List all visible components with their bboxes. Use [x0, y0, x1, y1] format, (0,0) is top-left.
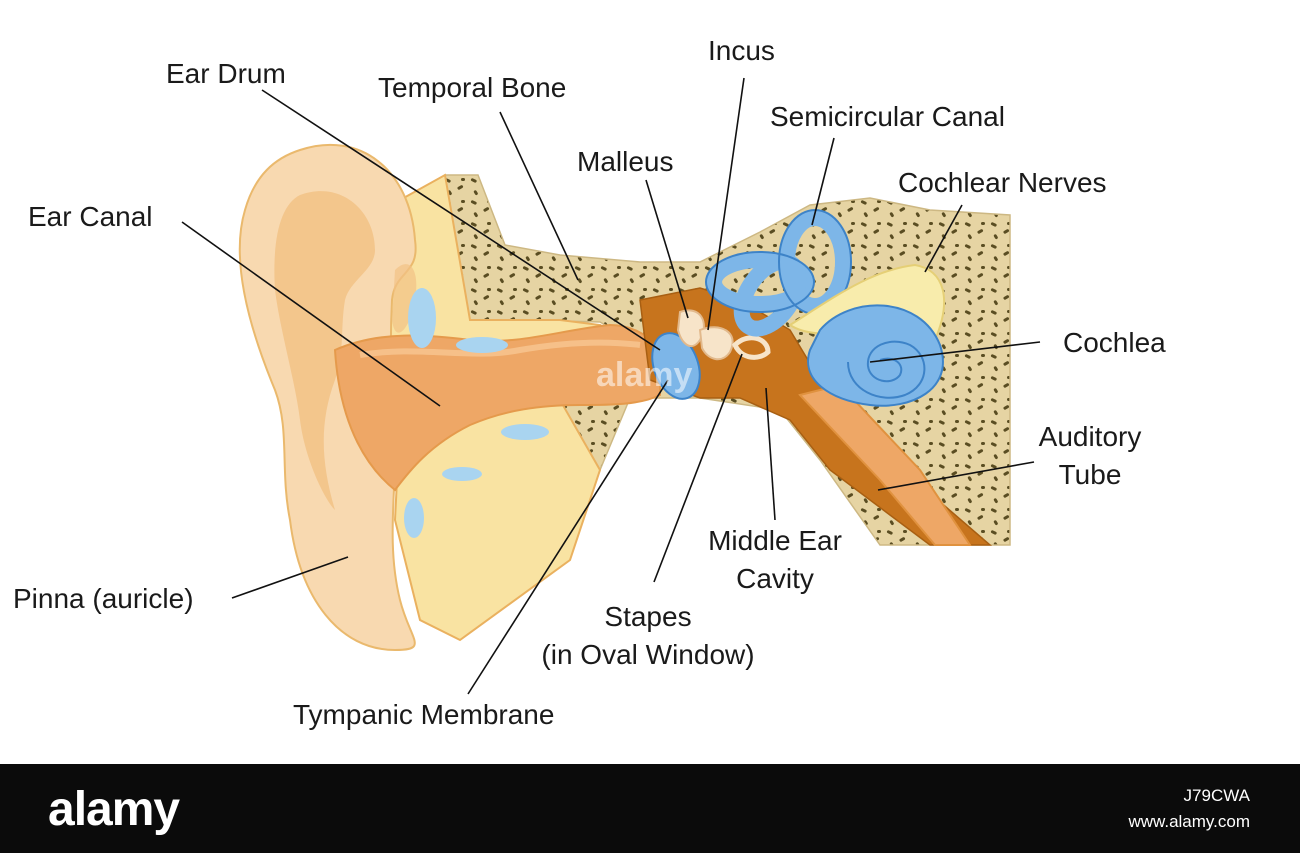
label-temporal-bone: Temporal Bone [378, 72, 567, 103]
ear-illustration [181, 77, 1041, 695]
label-stapes-line2: (in Oval Window) [541, 639, 755, 670]
label-cochlear-nerves: Cochlear Nerves [898, 167, 1107, 198]
leader-malleus [645, 179, 689, 319]
leader-ear-canal [181, 221, 441, 407]
label-auditory-tube: Auditory Tube [1020, 418, 1160, 494]
leader-incus [707, 77, 745, 331]
label-auditory-tube-line2: Tube [1058, 459, 1122, 490]
leader-temporal-bone [499, 111, 579, 281]
label-incus: Incus [708, 35, 775, 66]
leader-middle-ear [765, 387, 776, 521]
malleus-shape [676, 309, 705, 348]
label-malleus: Malleus [577, 146, 674, 177]
leader-auditory-tube [877, 461, 1035, 491]
label-auditory-tube-line1: Auditory [1038, 421, 1142, 452]
leader-pinna [231, 556, 349, 599]
label-cochlea: Cochlea [1063, 327, 1166, 358]
image-id: J79CWA [1183, 786, 1250, 805]
pinna-inner-fold [274, 191, 375, 510]
leader-stapes [653, 353, 743, 583]
cartilage-highlight-5 [404, 498, 424, 538]
label-pinna: Pinna (auricle) [13, 583, 194, 614]
cartilage-highlight-4 [442, 467, 482, 481]
watermark-footer: alamy J79CWA www.alamy.com [0, 764, 1300, 853]
leader-ear-drum [261, 89, 661, 351]
alamy-logo: alamy [48, 783, 180, 836]
label-stapes-line1: Stapes [604, 601, 692, 632]
site-url: www.alamy.com [1128, 812, 1250, 831]
leader-cochlea [869, 341, 1041, 363]
label-middle-ear-cavity: Middle Ear Cavity [690, 522, 860, 598]
leader-semicircular-canal [811, 137, 835, 226]
tympanic-membrane-shape [651, 332, 701, 400]
label-semicircular-canal: Semicircular Canal [770, 101, 1005, 132]
label-tympanic-membrane: Tympanic Membrane [293, 699, 555, 730]
label-ear-canal: Ear Canal [28, 201, 153, 232]
leader-tympanic-membrane [467, 379, 669, 695]
leader-lines [181, 77, 1041, 695]
ear-canal-highlight [359, 339, 641, 358]
cochlea-shape [807, 304, 944, 407]
label-middle-ear-line1: Middle Ear [708, 525, 842, 556]
watermark-mark: alamy [596, 356, 693, 394]
cartilage-highlight-3 [501, 424, 549, 440]
label-ear-drum: Ear Drum [166, 58, 286, 89]
label-stapes: Stapes (in Oval Window) [520, 598, 776, 674]
stapes-shape [731, 335, 771, 360]
cartilage-highlight-1 [408, 288, 436, 348]
cartilage-highlight-2 [456, 337, 508, 353]
leader-cochlear-nerves [924, 204, 963, 273]
label-middle-ear-line2: Cavity [736, 563, 814, 594]
incus-shape [698, 326, 734, 361]
